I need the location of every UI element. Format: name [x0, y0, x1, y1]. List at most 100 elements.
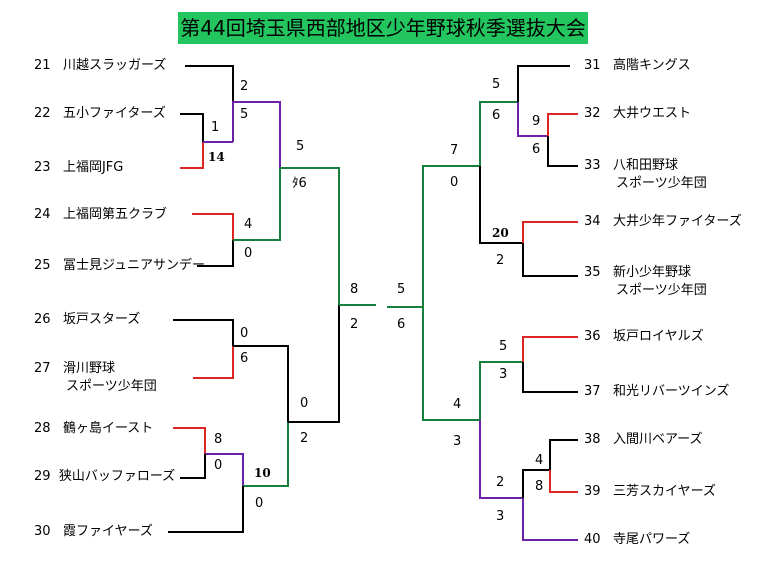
team-number: 23: [34, 160, 51, 175]
score: 0: [450, 175, 459, 190]
team-27: 27 滑川野球: [34, 361, 115, 377]
bracket-line: [522, 469, 550, 498]
team-number: 24: [34, 207, 51, 222]
team-number: 29: [34, 469, 51, 484]
score: 5: [296, 139, 305, 154]
score: 5: [397, 282, 406, 297]
team-number: 36: [584, 329, 601, 344]
bracket-line: [517, 65, 570, 102]
score: 1: [211, 120, 220, 135]
team-35-line2: スポーツ少年団: [616, 283, 707, 298]
team-30: 30 霞ファイヤーズ: [34, 524, 153, 540]
team-23: 23 上福岡JFG: [34, 160, 123, 176]
bracket-line: [185, 65, 234, 102]
team-name: 坂戸ロイヤルズ: [612, 329, 704, 344]
team-number: 35: [584, 265, 601, 280]
bracket-line: [192, 213, 234, 240]
team-name: 五小ファイターズ: [62, 106, 166, 121]
score: 4: [535, 453, 544, 468]
bracket-line: [288, 305, 340, 423]
bracket-line: [205, 453, 244, 486]
score: 7: [450, 143, 459, 158]
team-40: 40 寺尾パワーズ: [584, 532, 690, 548]
bracket-line: [387, 101, 518, 308]
bracket-line: [180, 454, 206, 479]
team-31: 31 高階キングス: [584, 58, 691, 74]
score: 3: [453, 434, 462, 449]
team-number: 21: [34, 58, 51, 73]
team-36: 36 坂戸ロイヤルズ: [584, 329, 704, 345]
score: 4: [453, 397, 462, 412]
bracket-line: [180, 113, 204, 142]
team-29: 29 狭山バッファローズ: [34, 469, 175, 485]
team-name: 入間川ベアーズ: [612, 432, 703, 447]
team-name: 寺尾パワーズ: [612, 532, 691, 547]
team-22: 22 五小ファイターズ: [34, 106, 166, 122]
bracket-line: [522, 362, 578, 393]
team-35: 35 新小少年野球: [584, 265, 691, 281]
score: 0: [300, 396, 309, 411]
team-name: 鶴ヶ島イースト: [62, 421, 154, 436]
team-32: 32 大井ウエスト: [584, 106, 691, 122]
bracket-line: [522, 498, 578, 541]
bracket-line: [180, 142, 204, 169]
team-name: 上福岡第五クラブ: [62, 207, 167, 222]
score: 0: [255, 496, 264, 511]
team-number: 34: [584, 214, 601, 229]
team-name: 大井ウエスト: [612, 106, 691, 121]
team-33: 33 八和田野球: [584, 158, 678, 174]
team-26: 26 坂戸スターズ: [34, 312, 140, 328]
team-name: 冨士見ジュニアサンデー: [62, 258, 206, 273]
bracket-line: [197, 240, 234, 267]
score: 8: [535, 479, 544, 494]
team-38: 38 入間川ベアーズ: [584, 432, 703, 448]
team-34: 34 大井少年ファイターズ: [584, 214, 742, 230]
score: 2: [496, 475, 505, 490]
bracket-line: [233, 168, 281, 241]
score: 2: [240, 79, 249, 94]
score: 2: [300, 431, 309, 446]
score: 9: [532, 114, 541, 129]
team-33-line2: スポーツ少年団: [616, 176, 707, 191]
bracket-line: [243, 422, 289, 487]
team-name: 高階キングス: [612, 58, 691, 73]
bracket-line: [479, 420, 523, 499]
score: 6: [532, 142, 541, 157]
team-number: 39: [584, 484, 601, 499]
score: 8: [214, 432, 223, 447]
score: 8: [350, 282, 359, 297]
score: 6: [492, 108, 501, 123]
team-27-line2: スポーツ少年団: [66, 379, 157, 394]
score: 20: [492, 226, 509, 240]
bracket-line: [280, 167, 340, 305]
bracket-line: [522, 243, 578, 277]
score: 5: [240, 107, 249, 122]
team-28: 28 鶴ヶ島イースト: [34, 421, 153, 437]
team-name: 滑川野球: [62, 361, 115, 376]
team-number: 30: [34, 524, 51, 539]
bracket-line: [549, 470, 578, 493]
team-number: 40: [584, 532, 601, 547]
score: 3: [496, 509, 505, 524]
score: 2: [496, 253, 505, 268]
team-number: 28: [34, 421, 51, 436]
team-37: 37 和光リバーツインズ: [584, 384, 729, 400]
team-name: 新小少年野球: [612, 265, 691, 280]
score: 2: [350, 317, 359, 332]
bracket-line: [173, 427, 206, 454]
team-number: 31: [584, 58, 601, 73]
team-number: 32: [584, 106, 601, 121]
bracket-line: [173, 319, 234, 346]
team-number: 38: [584, 432, 601, 447]
score: 3: [499, 367, 508, 382]
score: 5: [499, 339, 508, 354]
team-name: 三芳スカイヤーズ: [612, 484, 716, 499]
score: ﾀ6: [292, 176, 307, 191]
team-number: 27: [34, 361, 51, 376]
bracket-line: [479, 361, 523, 420]
bracket-line: [547, 113, 578, 136]
team-name: 上福岡JFG: [62, 160, 124, 175]
bracket-line: [517, 102, 548, 137]
score: 6: [397, 317, 406, 332]
